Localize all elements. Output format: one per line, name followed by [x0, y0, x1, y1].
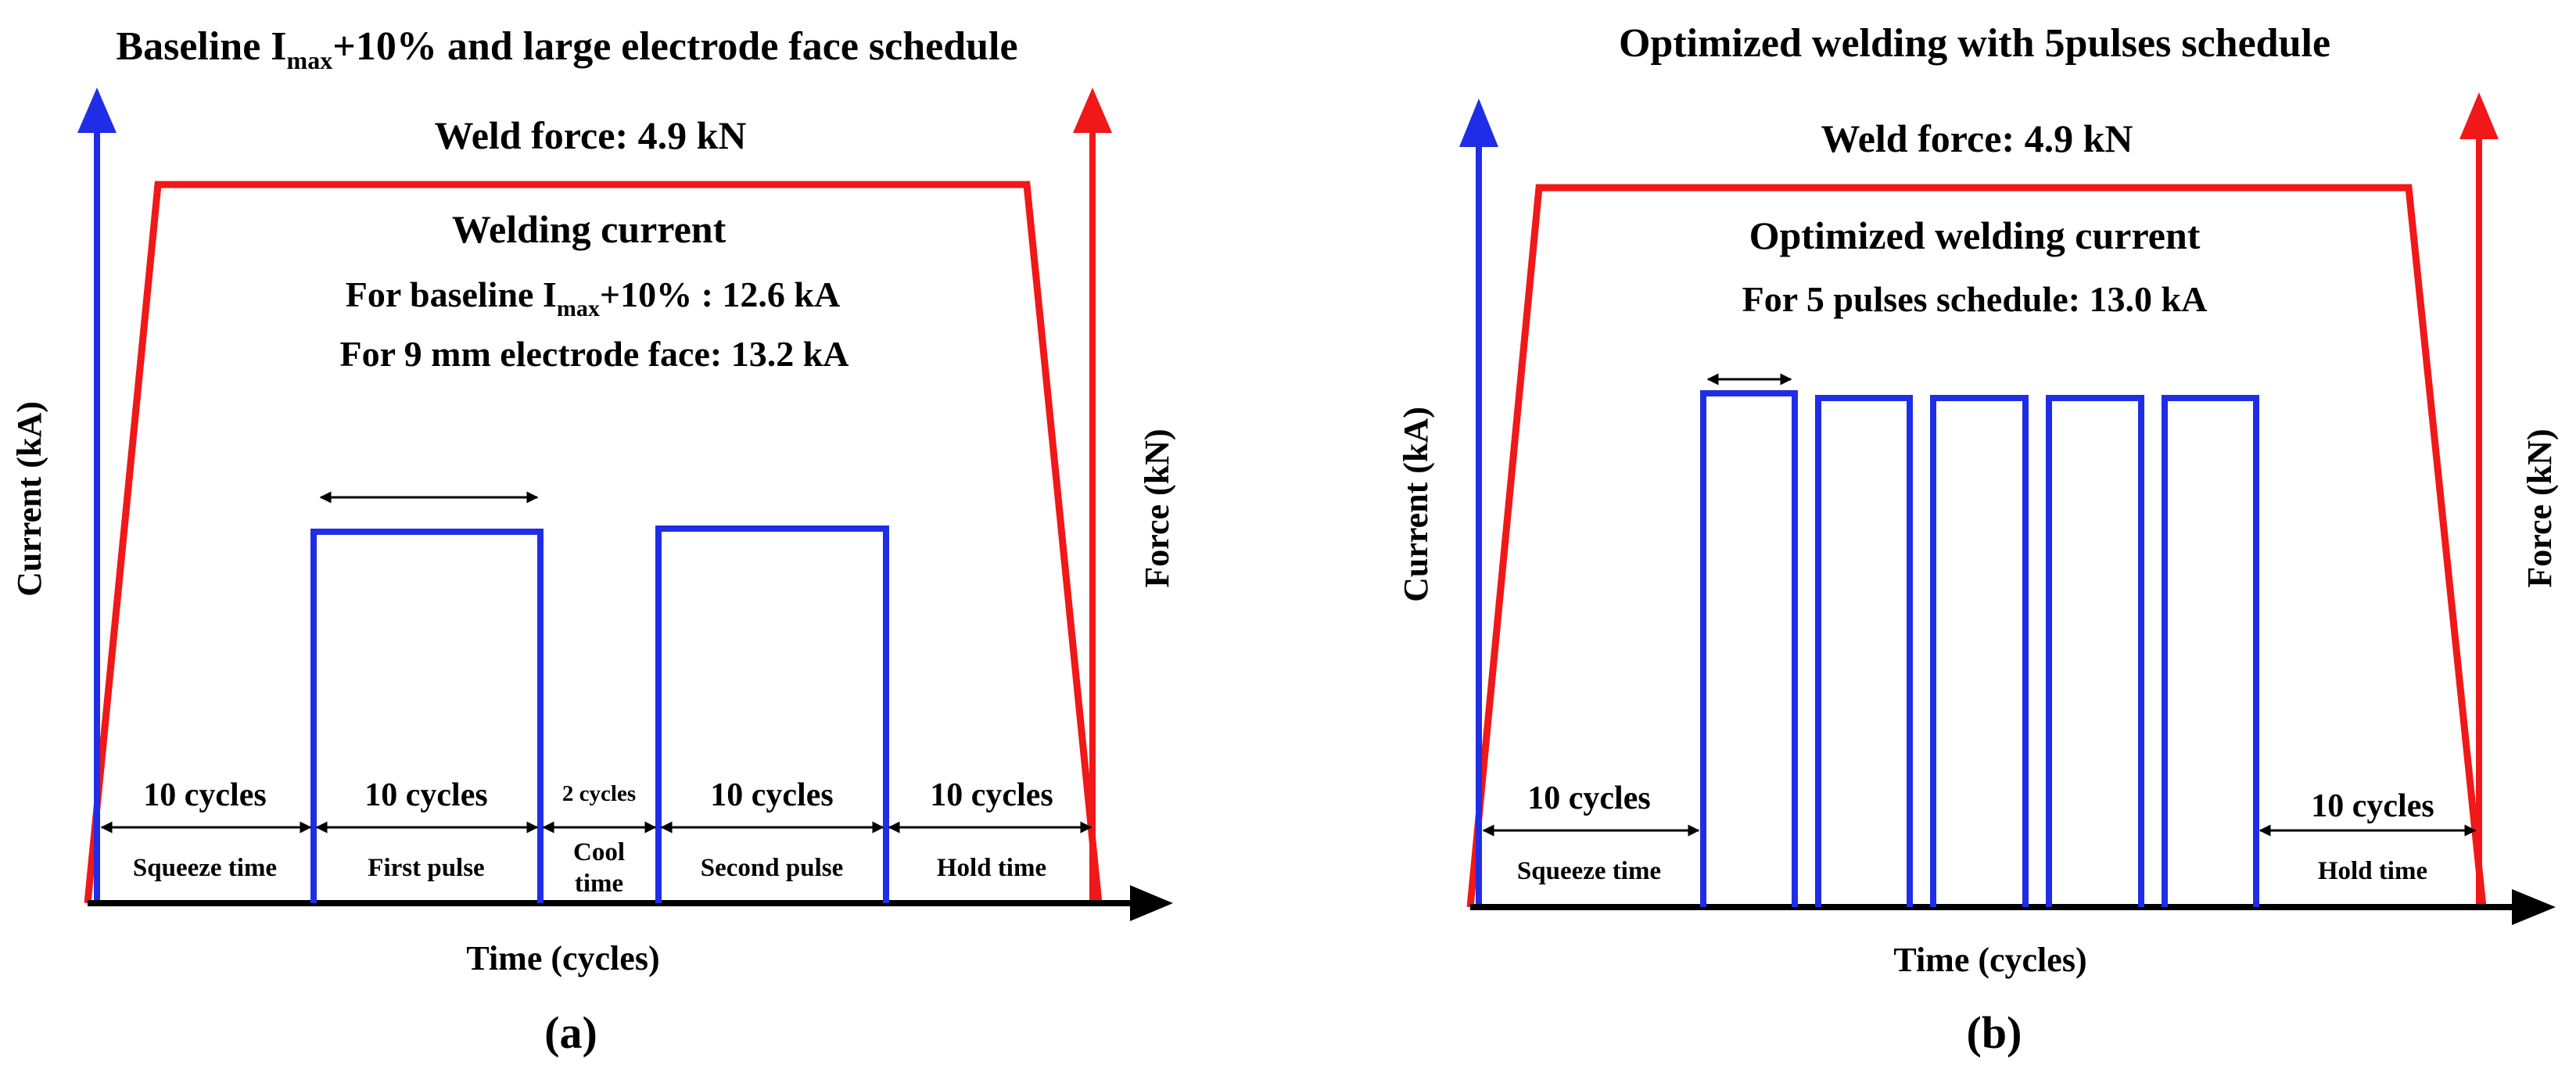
- panel-a-force-axis-arrowhead: [1073, 88, 1112, 133]
- panel-a-left-axis-label: Current (kA): [10, 401, 48, 597]
- panel-b-x-axis-label: Time (cycles): [1893, 941, 2086, 979]
- panel-a-weld-force: Weld force: 4.9 kN: [434, 113, 746, 157]
- panel-a-right-axis-label: Force (kN): [1138, 429, 1176, 587]
- panel-b: Optimized welding with 5pulses schedule …: [1397, 21, 2559, 1058]
- panel-a-first-pulse: [310, 529, 544, 903]
- panel-b-weld-force: Weld force: 4.9 kN: [1821, 117, 2133, 160]
- panel-a: Baseline Imax+10% and large electrode fa…: [10, 24, 1176, 1058]
- panel-b-current-axis-arrowhead: [1459, 99, 1498, 147]
- panel-b-phase-cycles-hold: 10 cycles: [2311, 788, 2434, 824]
- panel-a-x-axis-label: Time (cycles): [466, 939, 659, 977]
- panel-a-phase-cycles-first-pulse: 10 cycles: [364, 777, 487, 813]
- panel-a-second-pulse: [655, 525, 889, 903]
- panel-b-left-axis-label: Current (kA): [1397, 407, 1435, 602]
- panel-b-current-heading: Optimized welding current: [1749, 213, 2201, 257]
- panel-a-current-line-1: For baseline Imax+10% : 12.6 kA: [346, 274, 840, 321]
- panel-a-phase-name-hold: Hold time: [937, 854, 1046, 882]
- panel-b-pulse-2: [1815, 395, 1913, 907]
- panel-a-title: Baseline Imax+10% and large electrode fa…: [116, 24, 1017, 74]
- panel-a-phase-cycles-cool: 2 cycles: [562, 781, 636, 806]
- panel-a-label: (a): [544, 1007, 597, 1058]
- panel-b-title: Optimized welding with 5pulses schedule: [1619, 21, 2330, 66]
- panel-a-phase-cycles-squeeze: 10 cycles: [143, 777, 266, 813]
- panel-a-phase-name-squeeze: Squeeze time: [133, 854, 277, 882]
- panel-b-time-axis-arrowhead: [2512, 889, 2556, 925]
- panel-b-force-axis-arrowhead: [2459, 92, 2499, 139]
- panel-a-current-axis-arrowhead: [77, 88, 117, 133]
- panel-b-pulse-3: [1930, 395, 2029, 907]
- panel-b-current-line-1: For 5 pulses schedule: 13.0 kA: [1742, 279, 2208, 319]
- panel-a-current-heading: Welding current: [452, 207, 727, 251]
- panel-a-phase-cycles-hold: 10 cycles: [930, 777, 1053, 813]
- panel-a-phase-name-second-pulse: Second pulse: [701, 854, 843, 882]
- panel-b-label: (b): [1967, 1007, 2022, 1058]
- panel-b-phase-name-squeeze: Squeeze time: [1517, 857, 1661, 885]
- panel-a-phase-cycles-second-pulse: 10 cycles: [710, 777, 833, 813]
- panel-b-force-profile: [1466, 184, 2487, 908]
- panel-b-pulse-1: [1700, 390, 1798, 907]
- panel-b-phase-name-hold: Hold time: [2318, 857, 2427, 885]
- panel-a-phase-name-cool-line-1: Cool: [573, 838, 625, 866]
- panel-a-current-line-2: For 9 mm electrode face: 13.2 kA: [339, 334, 849, 374]
- panel-a-force-profile: [84, 181, 1103, 904]
- panel-a-phase-name-cool-line-2: time: [575, 870, 623, 898]
- panel-b-pulse-4: [2046, 395, 2144, 907]
- panel-a-phase-name-first-pulse: First pulse: [368, 854, 484, 882]
- panel-a-time-axis-arrowhead: [1130, 885, 1173, 921]
- panel-b-pulse-5: [2162, 395, 2259, 907]
- panel-b-right-axis-label: Force (kN): [2520, 429, 2559, 587]
- panel-b-phase-cycles-squeeze: 10 cycles: [1527, 780, 1650, 816]
